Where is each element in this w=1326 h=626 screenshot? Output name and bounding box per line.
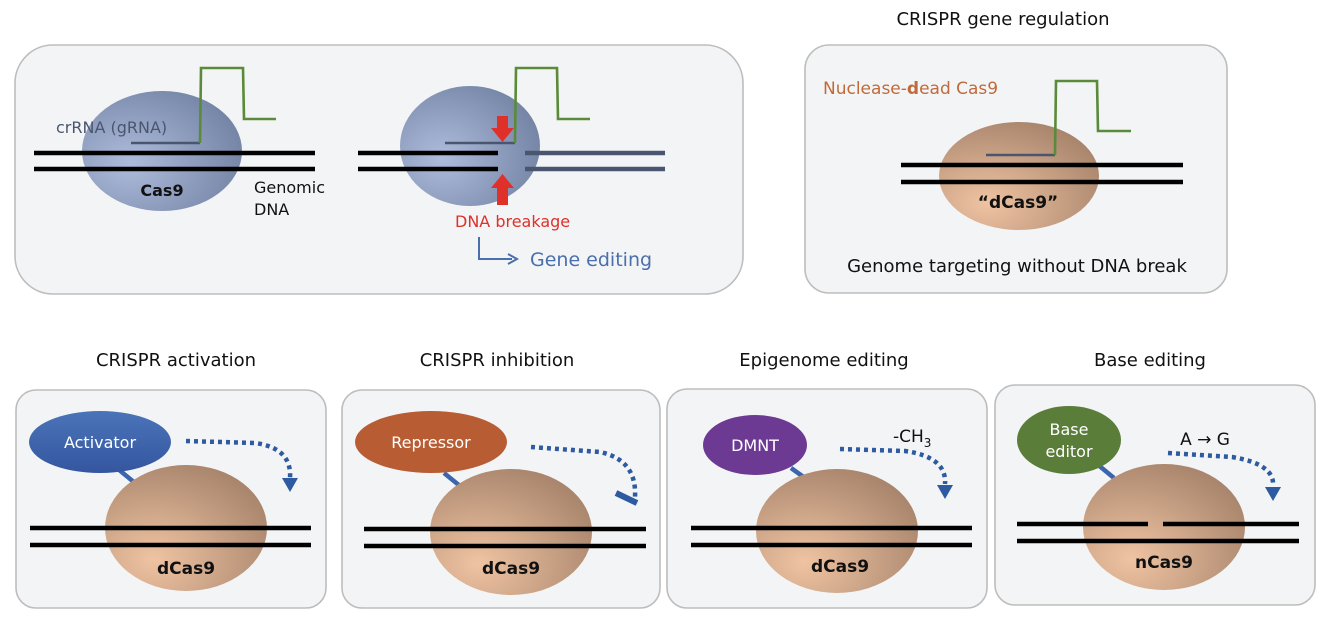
inhibition-title: CRISPR inhibition bbox=[420, 350, 575, 371]
arrowhead-icon bbox=[282, 478, 298, 492]
cut-arrow-up-icon bbox=[491, 174, 514, 205]
panel-epigenome-editing: Epigenome editing DMNT -CH3 dCas9 bbox=[666, 350, 988, 609]
activation-title: CRISPR activation bbox=[96, 350, 256, 371]
cas9-label: Cas9 bbox=[140, 181, 183, 200]
inhibition-bar-icon bbox=[614, 490, 639, 506]
repressor-effector bbox=[355, 411, 507, 473]
grna-scaffold bbox=[198, 66, 276, 144]
dna-label: DNA bbox=[254, 200, 289, 219]
gene-editing-arrowhead-icon bbox=[507, 253, 520, 265]
arrowhead-icon bbox=[1265, 487, 1281, 501]
dmnt-effector bbox=[703, 415, 807, 475]
ncas9-label: nCas9 bbox=[1135, 553, 1193, 573]
nuclease-dead-label: Nuclease-dead Cas9 bbox=[823, 79, 998, 99]
genome-targeting-caption: Genome targeting without DNA break bbox=[847, 256, 1187, 277]
dna-breakage-label: DNA breakage bbox=[455, 212, 570, 231]
base-conversion-arrow bbox=[1167, 450, 1276, 487]
panel-gene-regulation: CRISPR gene regulation Nuclease-dead Cas… bbox=[804, 9, 1228, 294]
ncas9-protein bbox=[1083, 464, 1245, 590]
activator-label: Activator bbox=[64, 433, 137, 452]
gene-editing-arrow-icon bbox=[478, 237, 512, 260]
methyl-label: -CH3 bbox=[893, 427, 931, 450]
grna-label: crRNA (gRNA) bbox=[56, 118, 167, 137]
linker bbox=[442, 471, 462, 488]
genomic-label: Genomic bbox=[254, 178, 325, 197]
activator-effector bbox=[29, 411, 171, 473]
dcas9-label: dCas9 bbox=[157, 559, 215, 579]
gene-editing-label: Gene editing bbox=[530, 249, 652, 271]
arrowhead-icon bbox=[937, 485, 953, 499]
epigenome-title: Epigenome editing bbox=[739, 350, 908, 371]
panel-cas9: crRNA (gRNA) Cas9 Genomic DNA DNA breaka… bbox=[14, 44, 744, 295]
panel-base-editing: Base editing Base editor A → G nCas9 bbox=[994, 350, 1316, 606]
panel-crispr-inhibition: CRISPR inhibition Repressor dCas9 bbox=[341, 350, 661, 609]
base-editor-label-line1: Base bbox=[1050, 420, 1089, 439]
conversion-label: A → G bbox=[1180, 430, 1230, 450]
base-editing-title: Base editing bbox=[1094, 350, 1206, 371]
dcas9-protein bbox=[939, 122, 1099, 230]
dmnt-label: DMNT bbox=[731, 436, 779, 455]
panel-crispr-activation: CRISPR activation Activator dCas9 bbox=[15, 350, 327, 609]
cut-arrow-down-icon bbox=[491, 116, 514, 142]
base-editor-label-line2: editor bbox=[1045, 442, 1093, 461]
dcas9-label: dCas9 bbox=[811, 557, 869, 577]
base-editor-effector bbox=[1017, 406, 1121, 474]
grna-scaffold-cutting bbox=[513, 66, 590, 144]
dcas9-protein bbox=[756, 469, 918, 593]
grna-scaffold-dcas9 bbox=[1053, 79, 1131, 156]
cas9-protein-cutting bbox=[400, 86, 540, 206]
gene-regulation-title: CRISPR gene regulation bbox=[896, 9, 1109, 30]
inhibition-arrow bbox=[530, 444, 638, 498]
dcas9-label: “dCas9” bbox=[978, 193, 1058, 213]
repressor-label: Repressor bbox=[391, 433, 471, 452]
methylation-arrow bbox=[839, 446, 948, 485]
dcas9-protein bbox=[430, 469, 592, 595]
dcas9-label: dCas9 bbox=[482, 559, 540, 579]
